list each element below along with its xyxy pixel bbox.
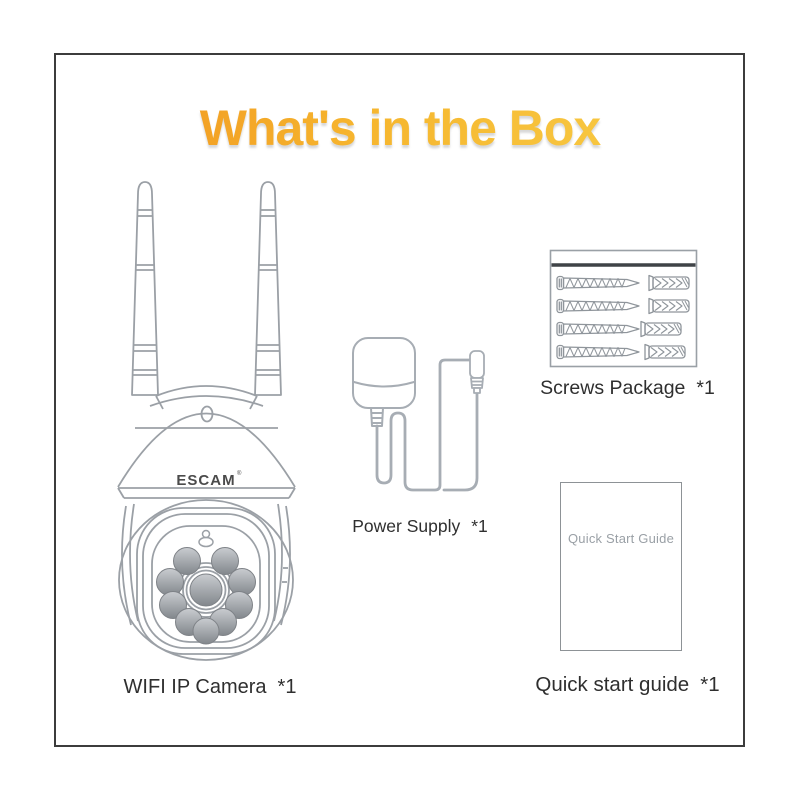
antenna-left-icon xyxy=(131,181,159,396)
camera-dome xyxy=(117,405,296,499)
label-quick-start-guide-text: Quick start guide xyxy=(535,673,690,696)
label-wifi-camera-qty: *1 xyxy=(277,676,297,698)
power-supply-illustration xyxy=(352,337,485,492)
guide-cover-title: Quick Start Guide xyxy=(568,531,674,546)
ir-led-icon xyxy=(173,547,201,575)
screws-package-illustration xyxy=(549,249,698,368)
label-screws-package-qty: *1 xyxy=(696,377,715,399)
label-wifi-camera: WIFI IP Camera *1 xyxy=(60,676,360,699)
label-power-supply-text: Power Supply xyxy=(352,516,461,536)
label-screws-package-text: Screws Package xyxy=(540,377,686,399)
label-quick-start-guide-qty: *1 xyxy=(700,673,720,696)
camera-bracket-bridge xyxy=(149,385,264,410)
wifi-camera-illustration: ESCAM ® xyxy=(117,181,296,661)
label-screws-package: Screws Package *1 xyxy=(515,377,740,400)
brand-logo-text: ESCAM xyxy=(176,472,235,489)
power-connector-icon xyxy=(469,350,485,394)
ir-led-icon xyxy=(211,547,239,575)
label-wifi-camera-text: WIFI IP Camera xyxy=(123,676,267,698)
page-title: What's in the Box xyxy=(0,97,800,159)
label-quick-start-guide: Quick start guide *1 xyxy=(510,673,745,697)
power-cable xyxy=(375,358,479,492)
ir-led-ring xyxy=(156,547,256,645)
label-power-supply: Power Supply *1 xyxy=(330,516,510,537)
quick-start-guide-illustration: Quick Start Guide xyxy=(560,482,682,651)
light-sensor-icon xyxy=(198,529,214,548)
brand-registered-mark: ® xyxy=(237,470,242,477)
ir-led-icon xyxy=(192,617,220,645)
antenna-right-icon xyxy=(254,181,282,396)
label-power-supply-qty: *1 xyxy=(471,516,488,536)
camera-lens-icon xyxy=(189,573,223,607)
adapter-body-icon xyxy=(352,337,416,427)
